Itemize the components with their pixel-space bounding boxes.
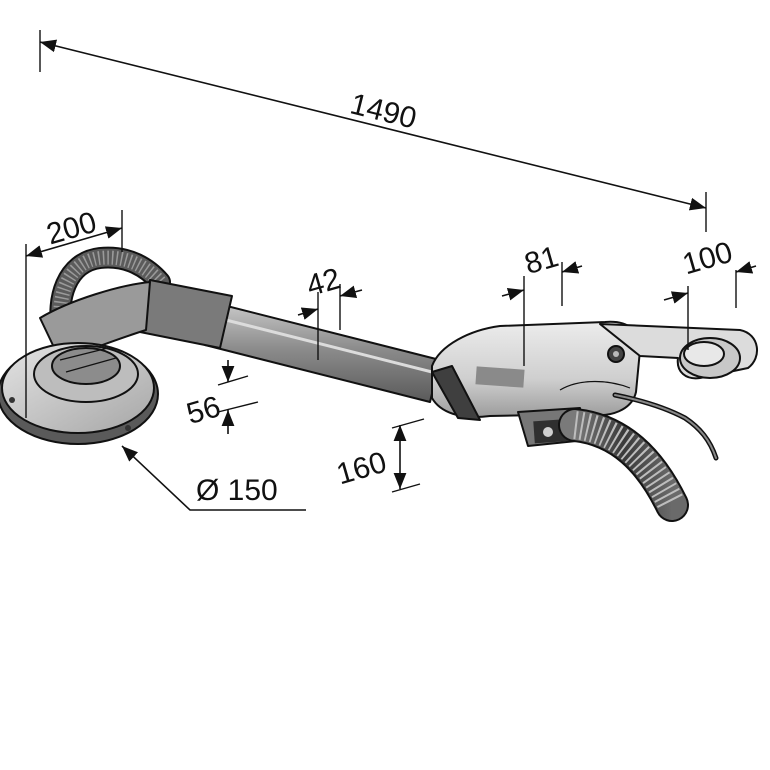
label-160: 160 xyxy=(333,446,390,492)
extension-tube xyxy=(204,302,441,403)
sander-body xyxy=(0,246,758,522)
motor-housing xyxy=(431,320,641,421)
label-150: Ø 150 xyxy=(196,474,278,507)
sanding-head xyxy=(0,342,159,445)
label-1490: 1490 xyxy=(347,87,420,135)
dimension-disc-diameter: Ø 150 xyxy=(121,445,306,511)
dimension-head-height: 56 xyxy=(183,360,259,434)
label-200: 200 xyxy=(43,206,100,252)
dimension-overall-length: 1490 xyxy=(39,30,707,232)
label-56: 56 xyxy=(183,390,224,431)
extraction-hose xyxy=(558,408,689,522)
head-suction-hose xyxy=(49,246,171,341)
label-81: 81 xyxy=(521,240,562,281)
dimension-handle-height: 160 xyxy=(333,418,425,493)
label-100: 100 xyxy=(679,236,736,282)
rear-grip xyxy=(599,323,758,380)
tube-coupling xyxy=(139,279,233,349)
label-42: 42 xyxy=(303,262,344,303)
